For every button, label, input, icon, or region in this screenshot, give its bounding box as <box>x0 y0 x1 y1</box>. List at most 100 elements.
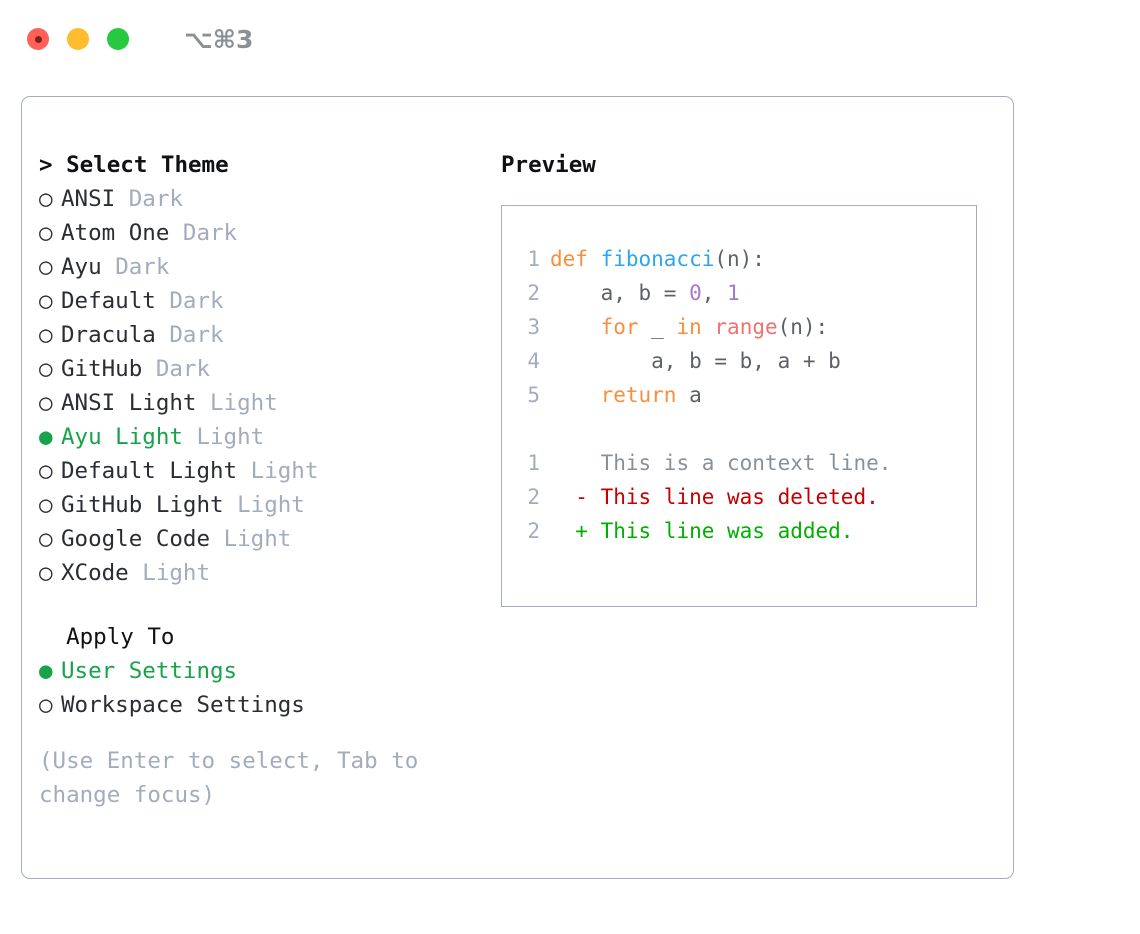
line-number: 1 <box>527 451 540 475</box>
apply-to-option-workspace-settings[interactable]: ○ Workspace Settings <box>39 688 499 722</box>
theme-option-label: Default Light <box>61 458 238 484</box>
theme-option-github-light[interactable]: ○GitHub Light Light <box>39 488 499 522</box>
theme-option-atom-one[interactable]: ○ Atom One Dark <box>39 216 499 250</box>
theme-list: ○ANSI Dark○Atom One Dark○Ayu Dark○Defaul… <box>39 182 499 590</box>
diff-text: This line was added. <box>587 519 854 543</box>
label-gap <box>237 458 251 484</box>
code-token-plain: a <box>676 383 702 407</box>
theme-option-xcode[interactable]: ○XCode Light <box>39 556 499 590</box>
preview-title: Preview <box>501 152 596 178</box>
label-gap <box>169 220 183 246</box>
apply-to-heading: Apply To <box>39 620 499 654</box>
theme-option-default[interactable]: ○Default Dark <box>39 284 499 318</box>
theme-option-label: XCode <box>61 560 129 586</box>
apply-to-option-user-settings[interactable]: ● User Settings <box>39 654 499 688</box>
theme-option-label: GitHub Light <box>61 492 224 518</box>
theme-option-kind: Dark <box>115 254 170 280</box>
window-controls <box>27 28 129 50</box>
radio-unselected-icon: ○ <box>39 254 53 280</box>
radio-unselected-icon: ○ <box>39 186 53 212</box>
minimize-button[interactable] <box>67 28 89 50</box>
theme-option-label: ANSI <box>61 186 116 212</box>
code-token-num: 1 <box>727 281 740 305</box>
radio-selected-icon: ● <box>39 424 53 450</box>
radio-unselected-icon: ○ <box>39 458 53 484</box>
title-bar: ⌥⌘3 <box>0 0 1140 78</box>
label-gap <box>142 356 156 382</box>
close-button[interactable] <box>27 28 49 50</box>
radio-unselected-icon: ○ <box>39 288 53 314</box>
code-token-call: range <box>714 315 778 339</box>
code-token-plain: a, b = b, a + b <box>550 349 841 373</box>
theme-option-label: Atom One <box>61 220 170 246</box>
theme-option-kind: Light <box>142 560 211 586</box>
theme-option-ansi-light[interactable]: ○ANSI Light Light <box>39 386 499 420</box>
line-number: 1 <box>527 247 540 271</box>
keyboard-hint-text: (Use Enter to select, Tab to change focu… <box>39 748 432 808</box>
diff-line-add: 2 + This line was added. <box>514 514 976 548</box>
apply-to-option-label: Workspace Settings <box>61 692 305 718</box>
radio-unselected-icon: ○ <box>39 220 53 246</box>
label-gap <box>129 560 143 586</box>
apply-to-title: Apply To <box>66 624 175 650</box>
theme-option-kind: Dark <box>128 186 183 212</box>
code-line: 2 a, b = 0, 1 <box>514 276 976 310</box>
diff-text: This is a context line. <box>587 451 892 475</box>
diff-marker: - <box>550 485 588 509</box>
apply-to-indent <box>39 624 66 650</box>
list-spacer <box>39 590 499 620</box>
label-gap <box>183 424 197 450</box>
radio-unselected-icon: ○ <box>39 526 53 552</box>
radio-unselected-icon: ○ <box>39 692 53 718</box>
line-number: 2 <box>527 485 540 509</box>
keyboard-shortcut-label: ⌥⌘3 <box>184 24 254 54</box>
theme-option-ayu-light[interactable]: ●Ayu Light Light <box>39 420 499 454</box>
code-token-kw: return <box>600 383 677 407</box>
theme-option-kind: Light <box>237 492 305 518</box>
theme-option-kind: Light <box>223 526 292 552</box>
theme-option-kind: Dark <box>182 220 238 246</box>
code-token-punc: (n): <box>714 247 765 271</box>
theme-option-label: Google Code <box>61 526 211 552</box>
page-title: Select Theme <box>66 152 229 178</box>
diff-sample: 1 This is a context line. 2 - This line w… <box>514 446 976 548</box>
radio-selected-icon: ● <box>39 658 53 684</box>
code-token-kw: in <box>676 315 702 339</box>
line-number: 2 <box>527 281 540 305</box>
radio-unselected-icon: ○ <box>39 356 53 382</box>
code-token-punc: (n): <box>777 315 829 339</box>
diff-line-ctx: 1 This is a context line. <box>514 446 976 480</box>
label-gap <box>224 492 238 518</box>
code-token-kw: def <box>550 247 601 271</box>
label-gap <box>210 526 224 552</box>
theme-option-default-light[interactable]: ○Default Light Light <box>39 454 499 488</box>
line-number: 2 <box>527 519 540 543</box>
theme-picker: > Select Theme ○ANSI Dark○Atom One Dark○… <box>39 148 499 812</box>
code-token-num: 0 <box>689 281 702 305</box>
apply-to-option-label: User Settings <box>61 658 238 684</box>
apply-to-list: ● User Settings ○ Workspace Settings <box>39 654 499 722</box>
theme-option-label: ANSI Light <box>61 390 197 416</box>
theme-option-kind: Light <box>210 390 278 416</box>
theme-option-kind: Dark <box>169 322 224 348</box>
maximize-button[interactable] <box>107 28 129 50</box>
theme-option-ayu[interactable]: ○Ayu Dark <box>39 250 499 284</box>
code-token-plain: _ <box>638 315 677 339</box>
line-number: 4 <box>527 349 540 373</box>
code-token-punc: , <box>701 281 728 305</box>
diff-marker <box>550 451 588 475</box>
theme-option-google-code[interactable]: ○ Google Code Light <box>39 522 499 556</box>
theme-option-dracula[interactable]: ○Dracula Dark <box>39 318 499 352</box>
main-panel: > Select Theme ○ANSI Dark○Atom One Dark○… <box>21 96 1014 879</box>
theme-option-github[interactable]: ○GitHub Dark <box>39 352 499 386</box>
theme-option-ansi[interactable]: ○ ANSI Dark <box>39 182 499 216</box>
line-number: 3 <box>527 315 540 339</box>
code-diff-separator <box>514 412 976 446</box>
label-gap <box>115 186 129 212</box>
code-token-plain <box>702 315 715 339</box>
